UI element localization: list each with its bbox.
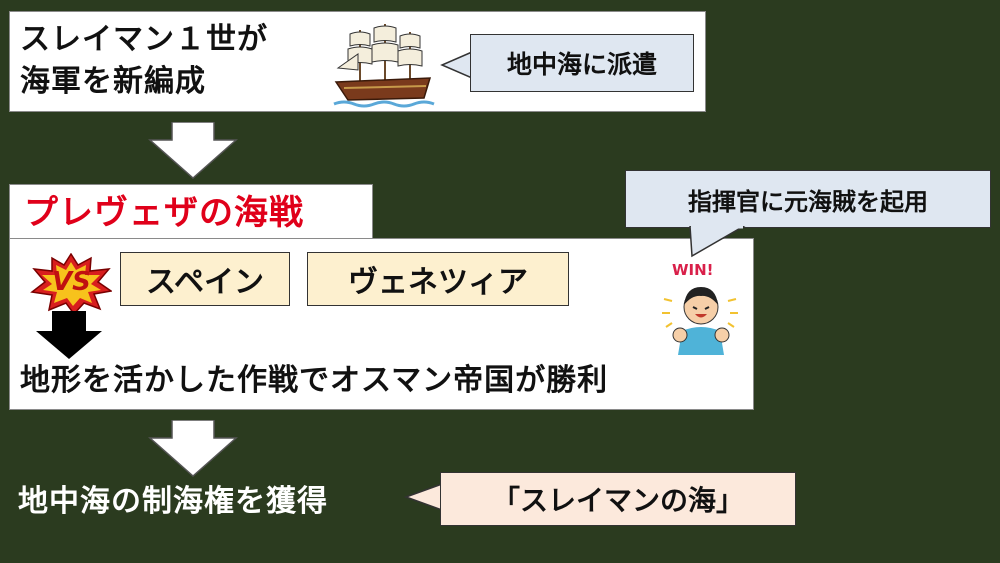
bubble-tail (440, 50, 474, 80)
battle-box: VS スペイン ヴェネツィア 地形を活かした作戦でオスマン帝国が勝利 WIN! (9, 238, 754, 410)
commander-bubble: 指揮官に元海賊を起用 (625, 170, 991, 228)
winner-boy-icon (662, 287, 738, 355)
battle-title-box: プレヴェザの海戦 (9, 184, 373, 240)
spain-tag: スペイン (120, 252, 290, 306)
step1-line1: スレイマン１世が (20, 22, 268, 57)
dispatch-bubble: 地中海に派遣 (470, 34, 694, 92)
battle-title: プレヴェザの海戦 (24, 193, 304, 233)
venice-tag: ヴェネツィア (307, 252, 569, 306)
outcome-bubble-tail (404, 482, 444, 512)
battle-result: 地形を活かした作戦でオスマン帝国が勝利 (20, 363, 609, 398)
outcome-text: 地中海の制海権を獲得 (18, 484, 328, 519)
down-arrow-icon-2 (148, 420, 238, 478)
step1-box: スレイマン１世が 海軍を新編成 地中海に派遣 (9, 11, 706, 112)
commander-bubble-tail (689, 226, 746, 258)
black-down-arrow-icon (36, 311, 102, 359)
sailing-ship-icon (333, 24, 435, 108)
vs-label: VS (52, 267, 91, 297)
win-label: WIN! (672, 261, 714, 279)
suleiman-sea-bubble: 「スレイマンの海」 (440, 472, 796, 526)
down-arrow-icon (148, 122, 238, 180)
step1-line2: 海軍を新編成 (20, 64, 206, 99)
